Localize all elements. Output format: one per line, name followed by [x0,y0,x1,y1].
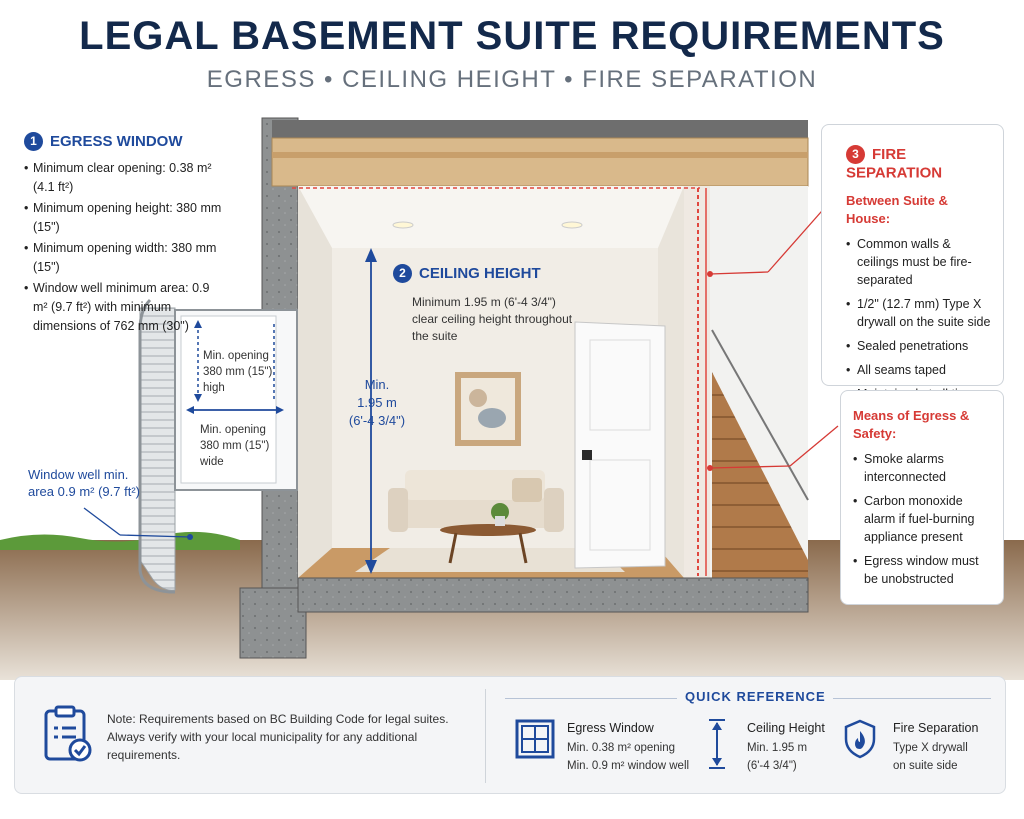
qr-egress-title: Egress Window [567,721,654,735]
safety-item: Smoke alarms interconnected [853,450,993,486]
fire-subheading: Between Suite & House: [846,193,948,226]
code-note: Note: Requirements based on BC Building … [107,712,449,762]
window-well-label: Window well min. area 0.9 m² (9.7 ft²) [28,467,140,499]
page-title: LEGAL BASEMENT SUITE REQUIREMENTS [79,14,945,58]
measure-line: 1.95 m [357,395,397,410]
measure-line: Min. [364,377,390,392]
ceiling-number-badge: 2 [393,264,412,283]
egress-window-panel: 1 EGRESS WINDOW Minimum clear opening: 0.… [24,132,224,338]
egress-number-badge: 1 [24,132,43,151]
page-subtitle: EGRESS • CEILING HEIGHT • FIRE SEPARATIO… [206,66,818,93]
qr-fire-line2: on suite side [893,760,958,772]
quick-reference-title: QUICK REFERENCE [685,689,826,704]
measure-line: (6'-4 3/4") [348,413,406,428]
ceiling-height-heading: 2 CEILING HEIGHT [393,264,541,283]
qr-ceiling-line2: (6'-4 3/4") [747,760,797,772]
qr-fire-line1: Type X drywall [893,742,968,754]
clipboard-check-icon [44,705,92,762]
fire-requirements-list: Common walls & ceilings must be fire-sep… [846,235,991,403]
qr-egress-line1: Min. 0.38 m² opening [567,742,676,754]
fire-item: Common walls & ceilings must be fire-sep… [846,235,991,289]
means-of-egress-safety-panel: Means of Egress & Safety: Smoke alarms i… [840,390,1004,605]
ceiling-height-measure: Min. 1.95 m (6'-4 3/4") [345,376,409,430]
bottom-reference-bar: Note: Requirements based on BC Building … [14,676,1006,794]
qr-ceiling-title: Ceiling Height [747,721,825,735]
window-height-label: Min. opening 380 mm (15") high [203,350,273,394]
divider [505,698,677,699]
fire-number-badge: 3 [846,145,865,164]
height-arrow-icon [709,719,725,769]
fire-item: 1/2" (12.7 mm) Type X drywall on the sui… [846,295,991,331]
safety-item: Carbon monoxide alarm if fuel-burning ap… [853,492,993,546]
divider [833,698,991,699]
egress-item: Minimum opening width: 380 mm (15") [24,239,224,277]
divider [485,689,486,783]
egress-requirements-list: Minimum clear opening: 0.38 m² (4.1 ft²)… [24,159,224,336]
egress-item: Minimum clear opening: 0.38 m² (4.1 ft²) [24,159,224,197]
egress-item: Window well minimum area: 0.9 m² (9.7 ft… [24,279,224,336]
egress-heading: 1 EGRESS WINDOW [24,132,224,151]
fire-item: All seams taped [846,361,991,379]
fire-heading-text: FIRE SEPARATION [846,146,943,182]
window-icon [515,719,555,759]
qr-ceiling-line1: Min. 1.95 m [747,742,808,754]
safety-item: Egress window must be unobstructed [853,552,993,588]
egress-item: Minimum opening height: 380 mm (15") [24,199,224,237]
safety-list: Smoke alarms interconnected Carbon monox… [853,450,993,588]
qr-fire-title: Fire Separation [893,721,979,735]
ceiling-height-description: Minimum 1.95 m (6'-4 3/4") clear ceiling… [412,295,573,343]
fire-item: Sealed penetrations [846,337,991,355]
window-width-label: Min. opening 380 mm (15") wide [200,424,270,468]
fire-shield-icon [844,719,876,759]
egress-heading-text: EGRESS WINDOW [50,133,183,150]
safety-heading: Means of Egress & Safety: [853,408,970,441]
qr-egress-line2: Min. 0.9 m² window well [567,760,690,772]
ceiling-heading-text: CEILING HEIGHT [419,265,541,282]
